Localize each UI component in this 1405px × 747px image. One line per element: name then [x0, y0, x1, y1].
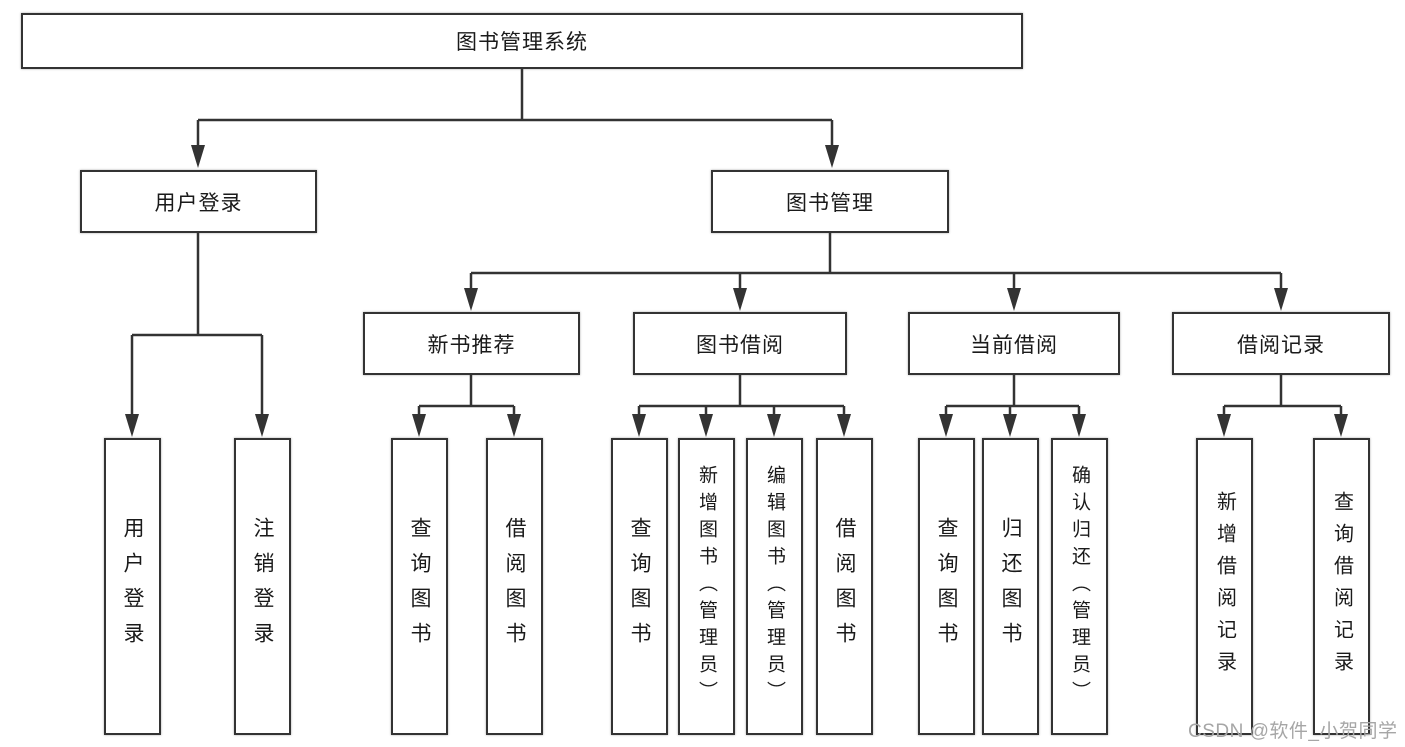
connector-current-to-leaves: [944, 375, 1081, 416]
node-book-borrowing-label: 图书借阅: [696, 333, 784, 357]
arrowheads-level3: [464, 288, 1288, 311]
node-current-borrowing: 当前借阅: [908, 312, 1120, 375]
node-new-book-recommend: 新书推荐: [363, 312, 580, 375]
leaf-user-login: 用户登录: [104, 438, 161, 735]
leaf-query-books-current-label: 查询图书: [935, 516, 958, 657]
leaf-add-borrow-record-label: 新增借阅记录: [1213, 490, 1236, 683]
node-library-system: 图书管理系统: [21, 13, 1023, 69]
node-library-system-label: 图书管理系统: [456, 31, 588, 54]
leaf-return-books-label: 归还图书: [999, 516, 1022, 657]
leaf-borrow-books: 借阅图书: [816, 438, 873, 735]
connector-bookmgmt-to-level3: [469, 233, 1283, 291]
arrowheads-level2: [191, 145, 839, 168]
connector-borrowing-to-leaves: [637, 375, 846, 416]
leaf-borrow-books-recommend: 借阅图书: [486, 438, 543, 735]
leaf-borrow-books-recommend-label: 借阅图书: [503, 516, 526, 657]
leaf-borrow-books-label: 借阅图书: [833, 516, 856, 657]
node-book-borrowing: 图书借阅: [633, 312, 847, 375]
leaf-query-books-current: 查询图书: [918, 438, 975, 735]
node-borrowing-records: 借阅记录: [1172, 312, 1390, 375]
leaf-edit-books-admin-label: 编辑图书（管理员）: [764, 465, 785, 708]
node-book-management-label: 图书管理: [786, 191, 874, 215]
arrowheads-leaves: [125, 414, 1348, 437]
leaf-add-borrow-record: 新增借阅记录: [1196, 438, 1253, 735]
leaf-add-books-admin-label: 新增图书（管理员）: [696, 465, 717, 708]
connector-root-to-level2: [196, 69, 834, 148]
leaf-query-books-borrowing-label: 查询图书: [628, 516, 651, 657]
leaf-query-books-recommend-label: 查询图书: [408, 516, 431, 657]
node-user-login-label: 用户登录: [154, 191, 243, 215]
leaf-query-books-borrowing: 查询图书: [611, 438, 668, 735]
node-borrowing-records-label: 借阅记录: [1237, 333, 1325, 357]
leaf-user-login-label: 用户登录: [121, 516, 144, 657]
node-user-login: 用户登录: [80, 170, 317, 233]
connector-userlogin-to-leaves: [130, 233, 264, 416]
leaf-edit-books-admin: 编辑图书（管理员）: [746, 438, 803, 735]
leaf-confirm-return-admin-label: 确认归还（管理员）: [1069, 465, 1090, 708]
leaf-query-borrow-record: 查询借阅记录: [1313, 438, 1370, 735]
leaf-logout: 注销登录: [234, 438, 291, 735]
leaf-add-books-admin: 新增图书（管理员）: [678, 438, 735, 735]
csdn-watermark: CSDN @软件_小贺同学: [1188, 721, 1398, 742]
leaf-query-books-recommend: 查询图书: [391, 438, 448, 735]
node-current-borrowing-label: 当前借阅: [970, 333, 1058, 357]
leaf-query-borrow-record-label: 查询借阅记录: [1330, 490, 1353, 683]
connector-newbook-to-leaves: [417, 375, 516, 416]
node-new-book-recommend-label: 新书推荐: [427, 333, 516, 357]
leaf-logout-label: 注销登录: [251, 516, 274, 657]
leaf-confirm-return-admin: 确认归还（管理员）: [1051, 438, 1108, 735]
node-book-management: 图书管理: [711, 170, 949, 233]
leaf-return-books: 归还图书: [982, 438, 1039, 735]
connector-records-to-leaves: [1222, 375, 1343, 416]
